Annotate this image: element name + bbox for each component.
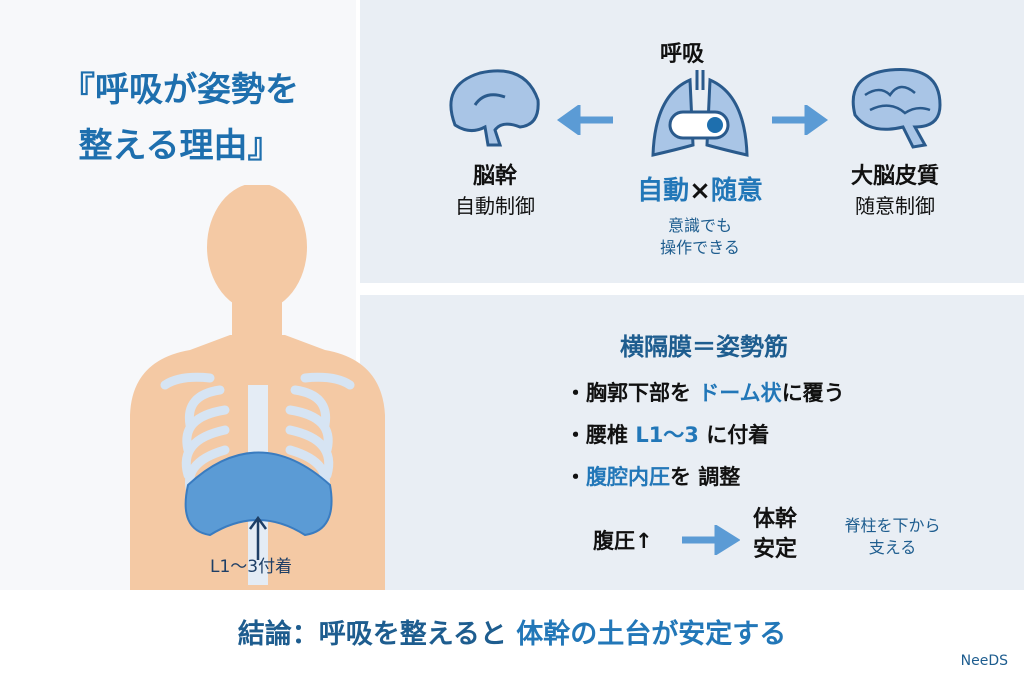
arrow-left-icon (556, 105, 613, 135)
control-mode: 自動×随意 (600, 170, 800, 207)
control-note: 意識でも 操作できる (620, 215, 780, 259)
bullet-text: を 調整 (670, 465, 741, 489)
bullet-item: ・腹腔内圧を 調整 (565, 456, 845, 498)
bullet-text: ・腰椎 (565, 423, 636, 447)
flow-to-line-2: 安定 (752, 537, 797, 562)
cortex-block: 大脳皮質 随意制御 (820, 158, 970, 219)
brand-logo: NeeDS (960, 653, 1008, 669)
bullet-text: に付着 (698, 423, 770, 447)
flow-to-line-1: 体幹 (752, 507, 797, 532)
flow-arrow-icon (682, 525, 740, 555)
note-line-1: 意識でも (667, 216, 732, 235)
diaphragm-icon (184, 451, 333, 537)
brainstem-icon (449, 69, 540, 147)
bullet-item: ・胸郭下部を ドーム状に覆う (565, 372, 845, 414)
body-figure (130, 185, 385, 590)
diaphragm-heading: 横隔膜＝姿勢筋 (620, 333, 788, 361)
arrow-right-icon (772, 105, 829, 135)
mode-times: × (689, 176, 711, 206)
conclusion: 結論：呼吸を整えると 体幹の土台が安定する (0, 612, 1024, 651)
bullet-item: ・腰椎 L1〜3 に付着 (565, 414, 845, 456)
mode-auto: 自動 (637, 176, 690, 206)
page-title: 『呼吸が姿勢を 整える理由』 (20, 62, 340, 174)
mode-voluntary: 随意 (710, 176, 763, 206)
breathing-label: 呼吸 (660, 42, 705, 67)
title-line-1: 『呼吸が姿勢を (61, 70, 299, 110)
conclusion-text: 結論：呼吸を整えると (237, 619, 517, 650)
title-line-2: 整える理由』 (78, 126, 282, 166)
cortex-subtitle: 随意制御 (855, 194, 935, 218)
flow-to: 体幹 安定 (745, 505, 805, 565)
lungs-icon (651, 70, 749, 157)
bullet-highlight: L1〜3 (635, 423, 699, 447)
flow-from: 腹圧↑ (593, 529, 653, 553)
conclusion-highlight: 体幹の土台が安定する (516, 619, 787, 650)
brainstem-subtitle: 自動制御 (455, 194, 535, 218)
flow-note-line-2: 支える (868, 538, 917, 557)
bullet-highlight: 腹腔内圧 (586, 465, 670, 489)
brainstem-block: 脳幹 自動制御 (430, 158, 560, 219)
cerebrum-icon (851, 67, 942, 149)
bullet-highlight: ドーム状 (698, 381, 782, 405)
bullet-list: ・胸郭下部を ドーム状に覆う ・腰椎 L1〜3 に付着 ・腹腔内圧を 調整 (565, 372, 845, 498)
bullet-text: ・ (565, 465, 586, 489)
figure-label: L1〜3付着 (210, 557, 293, 577)
arrow-up-icon (248, 515, 268, 560)
bullet-text: ・胸郭下部を (565, 381, 699, 405)
ribcage-icon (160, 372, 355, 585)
flow-note: 脊柱を下から 支える (825, 515, 960, 559)
bullet-text: に覆う (781, 381, 845, 405)
note-line-2: 操作できる (660, 238, 740, 257)
brainstem-title: 脳幹 (472, 164, 517, 189)
cortex-title: 大脳皮質 (850, 164, 939, 189)
flow-note-line-1: 脊柱を下から (844, 516, 941, 535)
